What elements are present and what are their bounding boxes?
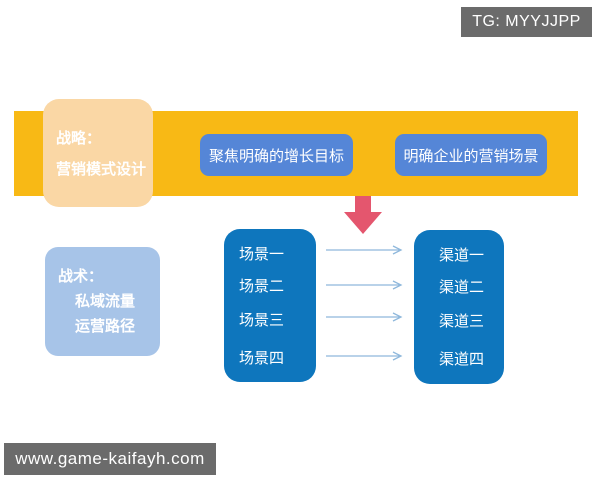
strategy-label-box: 战略： 营销模式设计 <box>43 99 153 207</box>
down-arrow-icon <box>355 196 371 213</box>
scenario-item-4: 场景四 <box>239 350 285 367</box>
channel-item-4: 渠道四 <box>439 351 485 368</box>
site-watermark-badge: www.game-kaifayh.com <box>4 443 216 475</box>
scenario-item-1: 场景一 <box>239 246 285 263</box>
connector-arrow-2 <box>326 280 403 290</box>
connector-arrow-3 <box>326 312 403 322</box>
scenario-item-2: 场景二 <box>239 278 285 295</box>
marketing-scene-pill: 明确企业的营销场景 <box>395 134 547 176</box>
scenario-box: 场景一 场景二 场景三 场景四 <box>224 229 316 382</box>
scenario-item-3: 场景三 <box>239 312 285 329</box>
strategy-title-line1: 战略： <box>56 130 102 147</box>
channel-item-3: 渠道三 <box>439 313 485 330</box>
growth-goal-pill: 聚焦明确的增长目标 <box>200 134 353 176</box>
strategy-title-line2: 营销模式设计 <box>56 161 147 178</box>
tactics-title-line1: 战术： <box>58 268 104 285</box>
tactics-title-line3: 运营路径 <box>75 318 136 335</box>
connector-arrow-1 <box>326 245 403 255</box>
channel-item-2: 渠道二 <box>439 279 485 296</box>
tg-watermark-badge: TG: MYYJJPP <box>461 7 592 37</box>
down-arrow-head-icon <box>344 212 382 234</box>
connector-arrow-4 <box>326 351 403 361</box>
channel-item-1: 渠道一 <box>439 247 485 264</box>
channel-box: 渠道一 渠道二 渠道三 渠道四 <box>414 230 504 384</box>
tactics-label-box: 战术： 私域流量 运营路径 <box>45 247 160 356</box>
tactics-title-line2: 私域流量 <box>75 293 136 310</box>
